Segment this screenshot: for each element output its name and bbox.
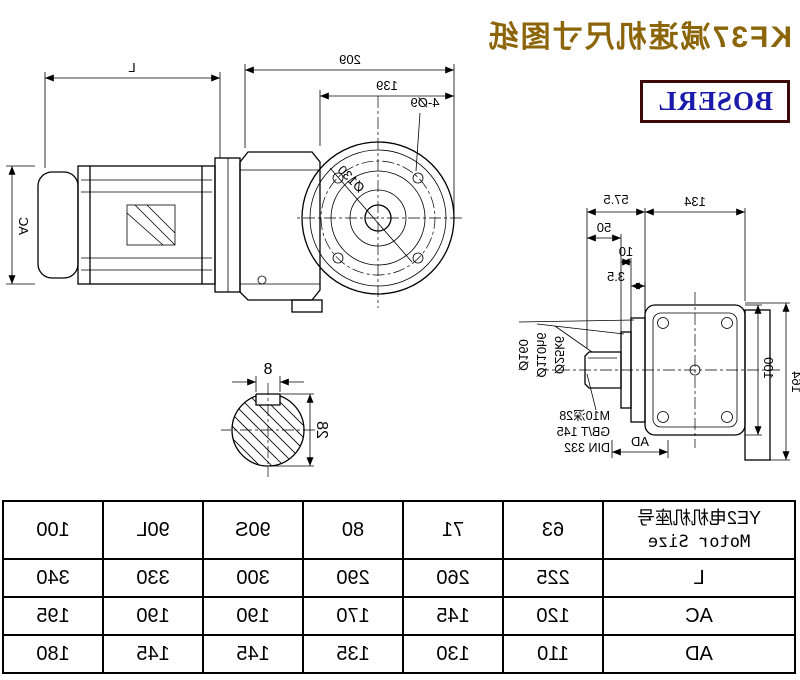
dim-100: 100: [761, 357, 776, 379]
label-shaft-diameter: Ø25k6: [552, 336, 567, 374]
motor-size-label-cn: YE2电机机座号: [636, 508, 762, 529]
cell-AD-90S: 145: [203, 635, 303, 673]
cell-AC-63: 120: [503, 597, 603, 635]
dim-AC: AC: [16, 217, 31, 235]
cell-L-90L: 330: [103, 559, 203, 597]
dim-L: L: [128, 60, 135, 75]
table-row-L: L 225 260 290 300 330 340: [3, 559, 795, 597]
cell-AD-63: 110: [503, 635, 603, 673]
table-header-cell: YE2电机机座号 Motor Size: [603, 501, 795, 559]
col-90S: 90S: [203, 501, 303, 559]
dim-3-5: 3.5: [607, 269, 625, 284]
col-71: 71: [403, 501, 503, 559]
cell-L-63: 225: [503, 559, 603, 597]
note-standard-din: DIN 332: [564, 441, 610, 455]
dim-keyway-28: 28: [313, 421, 330, 439]
cell-AD-90L: 145: [103, 635, 203, 673]
dim-4xd9: 4-Ø9: [411, 95, 440, 110]
cell-AC-80: 170: [303, 597, 403, 635]
cell-AD-80: 135: [303, 635, 403, 673]
shaft-section: 8 28: [221, 361, 330, 477]
col-63: 63: [503, 501, 603, 559]
cell-L-90S: 300: [203, 559, 303, 597]
table-row-AC: AC 120 145 170 190 190 195: [3, 597, 795, 635]
cell-AD-100: 180: [3, 635, 103, 673]
cell-AC-100: 195: [3, 597, 103, 635]
side-view: [37, 96, 462, 313]
note-standard-gbt: GB/T 145: [557, 425, 610, 439]
row-label-AC: AC: [603, 597, 795, 635]
dim-10: 10: [619, 244, 633, 259]
dim-key-width-8: 8: [263, 361, 272, 378]
side-view-dimensions: 209 139 L AC 4-Ø9 Ø130: [6, 52, 455, 285]
cell-AC-90S: 190: [203, 597, 303, 635]
row-label-AD: AD: [603, 635, 795, 673]
label-flange-diameter: Ø160: [516, 339, 531, 371]
dim-209: 209: [339, 52, 361, 67]
dim-57-5: 57.5: [603, 192, 628, 207]
cell-AD-71: 130: [403, 635, 503, 673]
cell-L-80: 290: [303, 559, 403, 597]
note-tap-hole: M10深28: [559, 409, 610, 423]
technical-drawing: 209 139 L AC 4-Ø9 Ø130: [6, 52, 800, 477]
label-spigot-diameter: Ø110h6: [534, 332, 549, 377]
dimension-table: YE2电机机座号 Motor Size 63 71 80 90S 90L 100…: [2, 500, 796, 674]
output-side-view: [545, 292, 780, 461]
col-90L: 90L: [103, 501, 203, 559]
dim-134: 134: [684, 194, 706, 209]
row-label-L: L: [603, 559, 795, 597]
cell-L-100: 340: [3, 559, 103, 597]
cell-L-71: 260: [403, 559, 503, 597]
dim-AD: AD: [631, 434, 649, 449]
dim-50: 50: [597, 220, 611, 235]
motor-size-label-en: Motor Size: [647, 531, 751, 552]
dim-139: 139: [376, 78, 398, 93]
output-view-dimensions: 134 57.5 50 10 3.5 Ø25k6 Ø110h6 Ø160 164: [516, 192, 800, 461]
col-100: 100: [3, 501, 103, 559]
cell-AC-90L: 190: [103, 597, 203, 635]
dim-164: 164: [789, 371, 800, 393]
col-80: 80: [303, 501, 403, 559]
cell-AC-71: 145: [403, 597, 503, 635]
table-row-AD: AD 110 130 135 145 145 180: [3, 635, 795, 673]
table-header-row: YE2电机机座号 Motor Size 63 71 80 90S 90L 100: [3, 501, 795, 559]
